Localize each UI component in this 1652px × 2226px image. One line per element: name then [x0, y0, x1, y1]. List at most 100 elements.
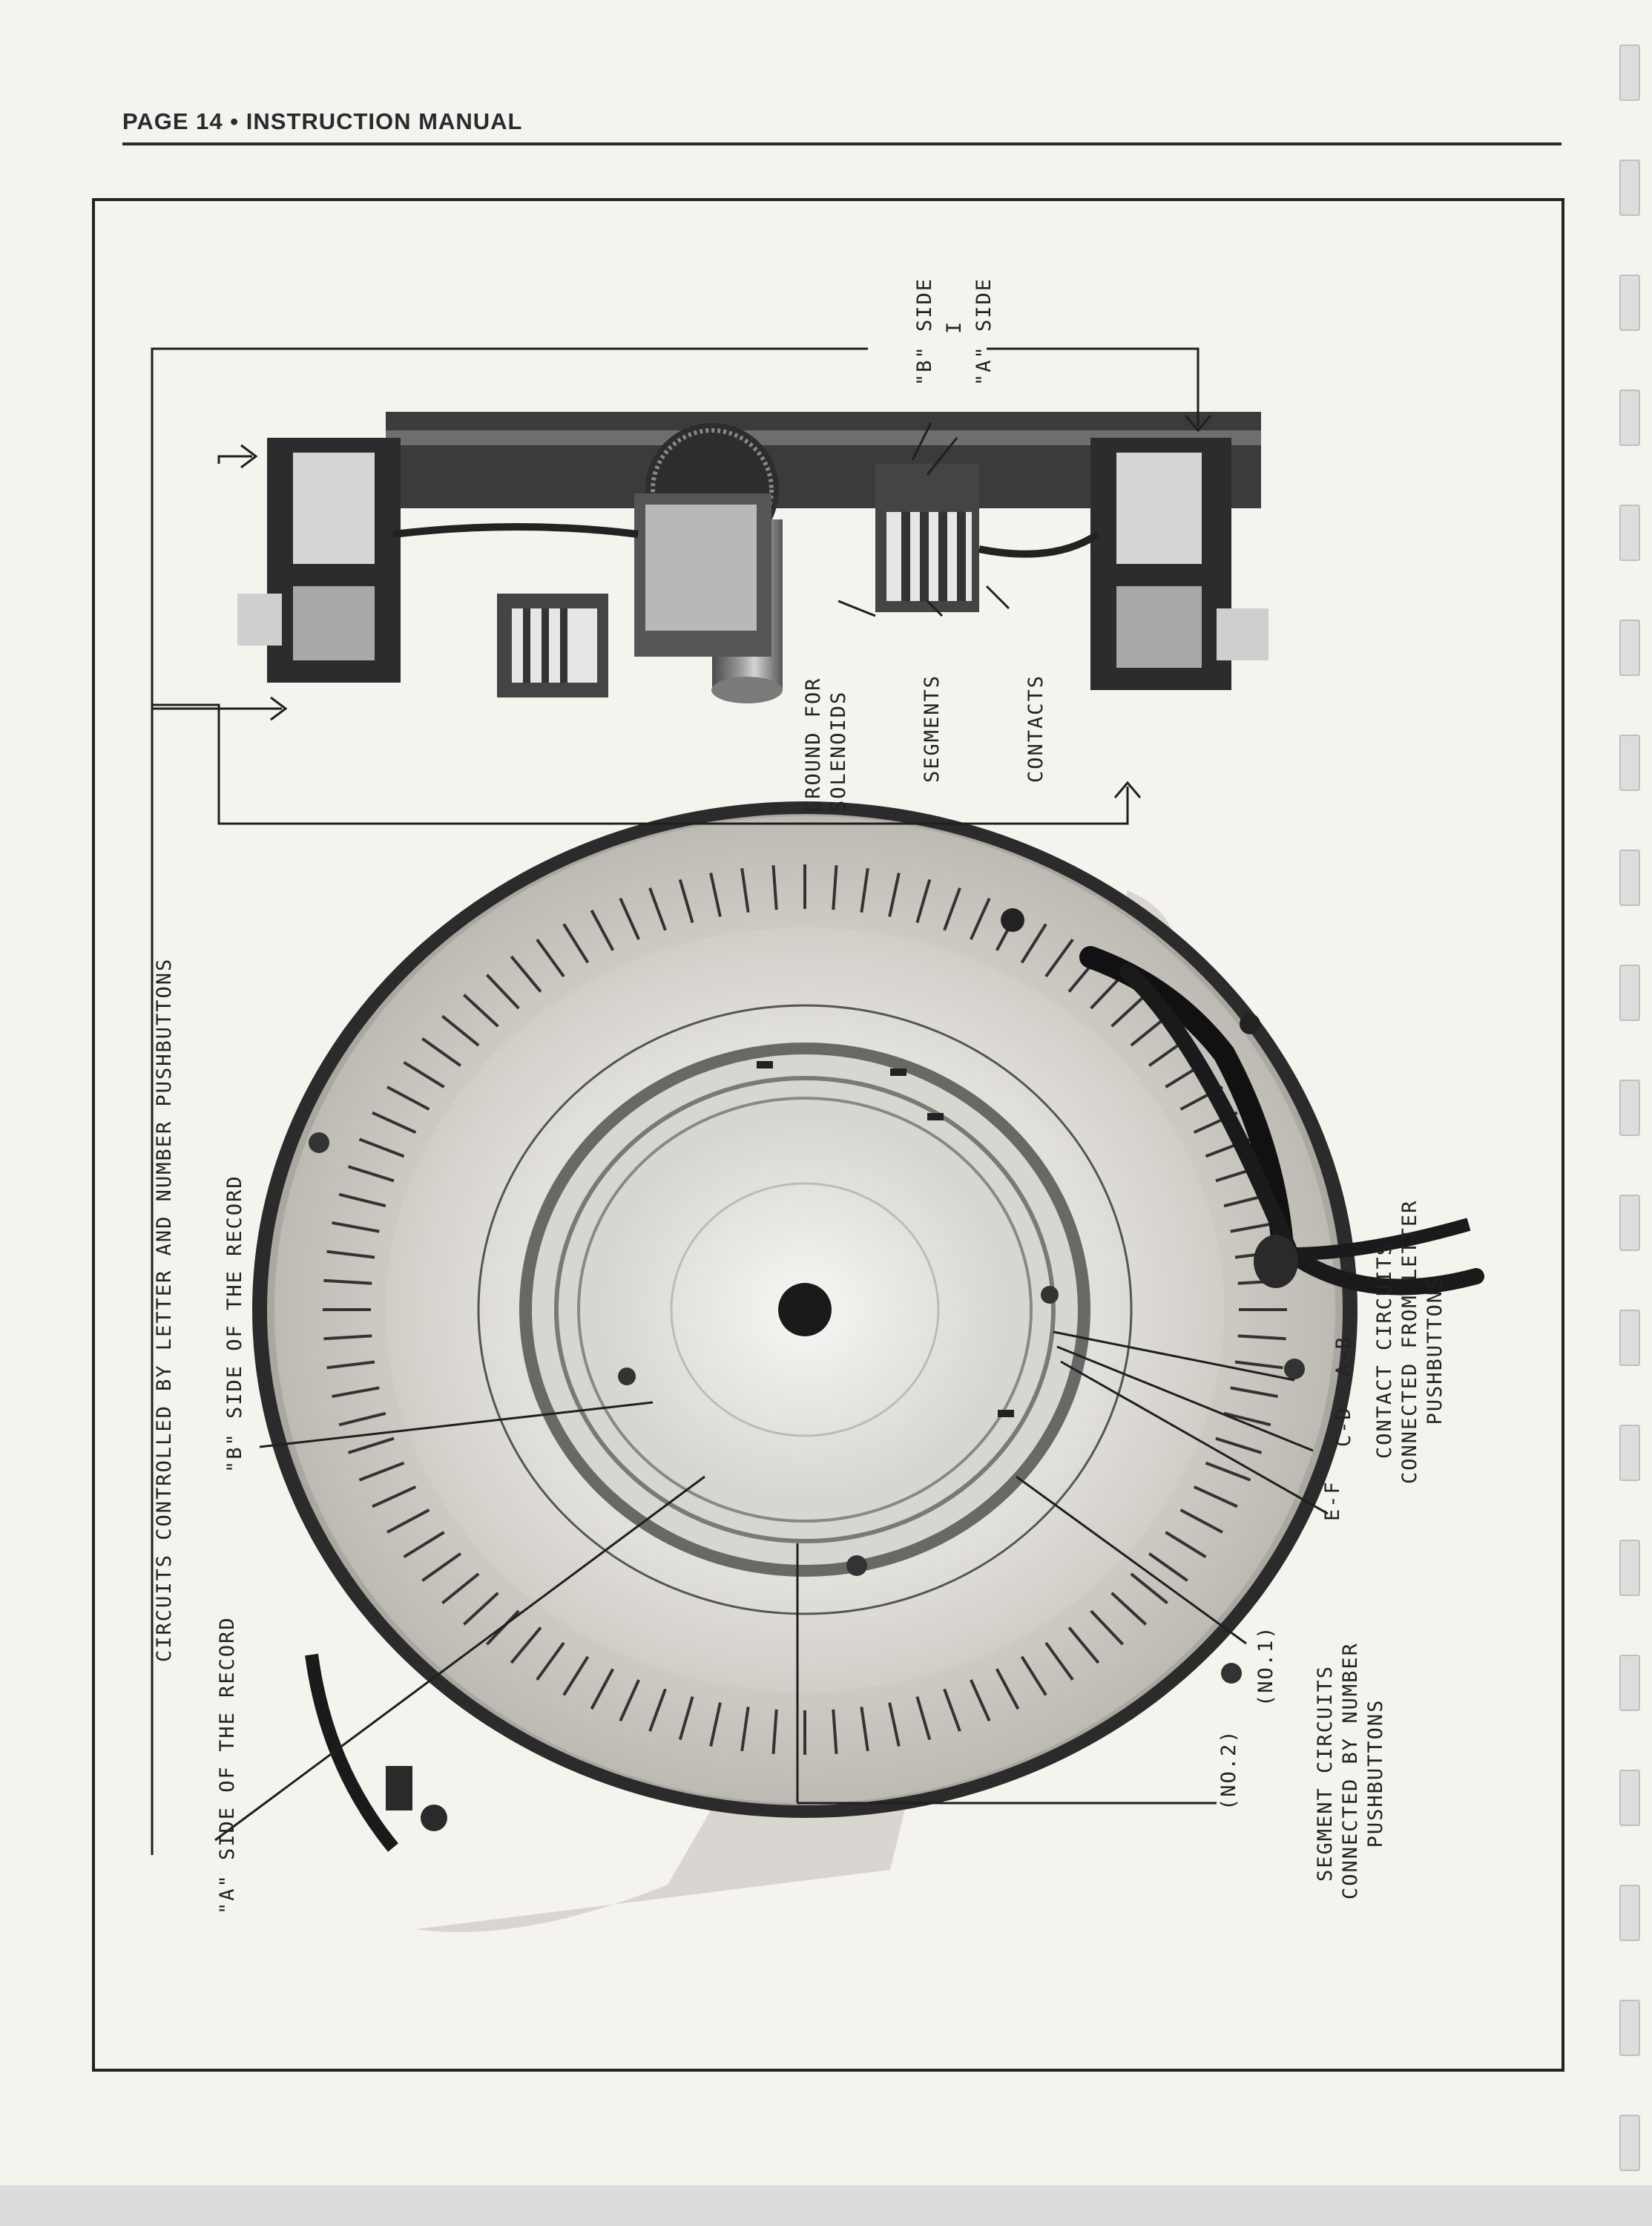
contact-tick: [619, 1679, 640, 1722]
contact-tick: [740, 867, 750, 913]
contact-tick: [463, 1592, 499, 1626]
contact-tick: [485, 974, 520, 1010]
contact-tick: [943, 887, 961, 931]
contact-tick: [943, 1688, 961, 1732]
contact-tick: [771, 865, 778, 910]
contact-tick: [771, 1709, 778, 1754]
contact-tick: [1230, 1386, 1278, 1399]
binder-tab: [1619, 1195, 1640, 1251]
binder-tab: [1619, 1655, 1640, 1711]
contact-tick: [441, 1014, 480, 1047]
contact-tick: [372, 1111, 417, 1134]
binder-tab: [1619, 965, 1640, 1021]
contact-tick: [970, 897, 991, 940]
contact-tick: [590, 1668, 615, 1710]
binder-tab: [1619, 390, 1640, 446]
contact-tick: [463, 994, 499, 1028]
contact-tick: [678, 1696, 694, 1741]
contact-tick: [510, 955, 542, 993]
binder-tab: [1619, 1885, 1640, 1941]
contact-tick: [1090, 1609, 1125, 1646]
binder-tab: [1619, 620, 1640, 676]
contact-tick: [1110, 1592, 1147, 1626]
figure-frame: [92, 198, 1564, 2072]
contact-tick: [1020, 1655, 1047, 1696]
contact-tick: [995, 1668, 1020, 1710]
leader-lines: [151, 347, 1329, 1855]
contact-tick: [1237, 1334, 1286, 1341]
contact-tick: [590, 909, 615, 951]
contact-tick: [1223, 1411, 1271, 1427]
contact-tick: [1020, 923, 1047, 964]
contact-tick: [358, 1137, 405, 1158]
contact-tick: [338, 1411, 386, 1427]
commutator-disc: [252, 801, 1484, 1932]
binder-tab: [1619, 850, 1640, 906]
contact-tick: [421, 1552, 462, 1582]
contact-tick: [358, 1461, 405, 1482]
contact-tick: [1165, 1531, 1207, 1559]
page-header: PAGE 14 • INSTRUCTION MANUAL: [122, 108, 523, 134]
contact-tick: [338, 1192, 386, 1208]
contact-tick: [740, 1707, 750, 1752]
contact-tick: [860, 1707, 869, 1752]
contact-tick: [562, 923, 590, 964]
contact-tick: [403, 1060, 445, 1089]
contact-tick: [709, 873, 722, 917]
contact-tick: [332, 1386, 380, 1399]
contact-tick: [332, 1221, 380, 1233]
binder-tab: [1619, 1310, 1640, 1366]
contact-tick: [536, 938, 565, 978]
binder-tab: [1619, 45, 1640, 101]
binder-tab: [1619, 1425, 1640, 1481]
contact-tick: [562, 1655, 590, 1696]
contact-tick: [1234, 1360, 1283, 1370]
contact-tick: [323, 1334, 372, 1341]
contact-tick: [888, 873, 901, 917]
binder-tab: [1619, 2000, 1640, 2056]
binder-tab: [1619, 505, 1640, 561]
contact-tick: [1044, 938, 1074, 978]
binder-tab: [1619, 1770, 1640, 1826]
contact-tick: [372, 1485, 417, 1508]
contact-tick: [1044, 1641, 1074, 1681]
contact-tick: [386, 1508, 430, 1534]
binder-tab: [1619, 275, 1640, 331]
contact-tick: [915, 879, 932, 923]
header-rule: [122, 142, 1561, 145]
contact-tick: [510, 1626, 542, 1664]
contact-tick: [421, 1037, 462, 1067]
contact-tick: [888, 1702, 901, 1747]
contact-tick: [326, 1250, 375, 1259]
contact-tick: [1179, 1508, 1223, 1534]
contact-tick: [403, 1531, 445, 1559]
contact-tick: [832, 865, 838, 910]
contact-tick: [709, 1702, 722, 1747]
binder-tab: [1619, 1540, 1640, 1596]
contact-tick: [1205, 1461, 1251, 1482]
contact-tick: [832, 1709, 838, 1754]
contact-tick: [648, 887, 667, 931]
binder-tab: [1619, 1080, 1640, 1136]
binder-tab: [1619, 2115, 1640, 2171]
scan-edge: [0, 2185, 1652, 2226]
contact-tick: [347, 1165, 395, 1183]
binder-tab: [1619, 160, 1640, 216]
contact-tick: [1193, 1485, 1238, 1508]
binder-tab: [1619, 735, 1640, 791]
contact-tick: [860, 867, 869, 913]
contact-tick: [323, 1278, 372, 1285]
contact-tick: [915, 1696, 932, 1741]
solenoid-assembly: [237, 412, 1268, 703]
contact-tick: [326, 1360, 375, 1370]
contact-tick: [619, 897, 640, 940]
contact-tick: [648, 1688, 667, 1732]
contact-tick: [536, 1641, 565, 1681]
contact-tick: [1130, 1572, 1168, 1605]
contact-tick: [1067, 1626, 1100, 1664]
contact-tick: [1215, 1437, 1263, 1454]
contact-tick: [1148, 1552, 1188, 1582]
contact-tick: [678, 879, 694, 923]
